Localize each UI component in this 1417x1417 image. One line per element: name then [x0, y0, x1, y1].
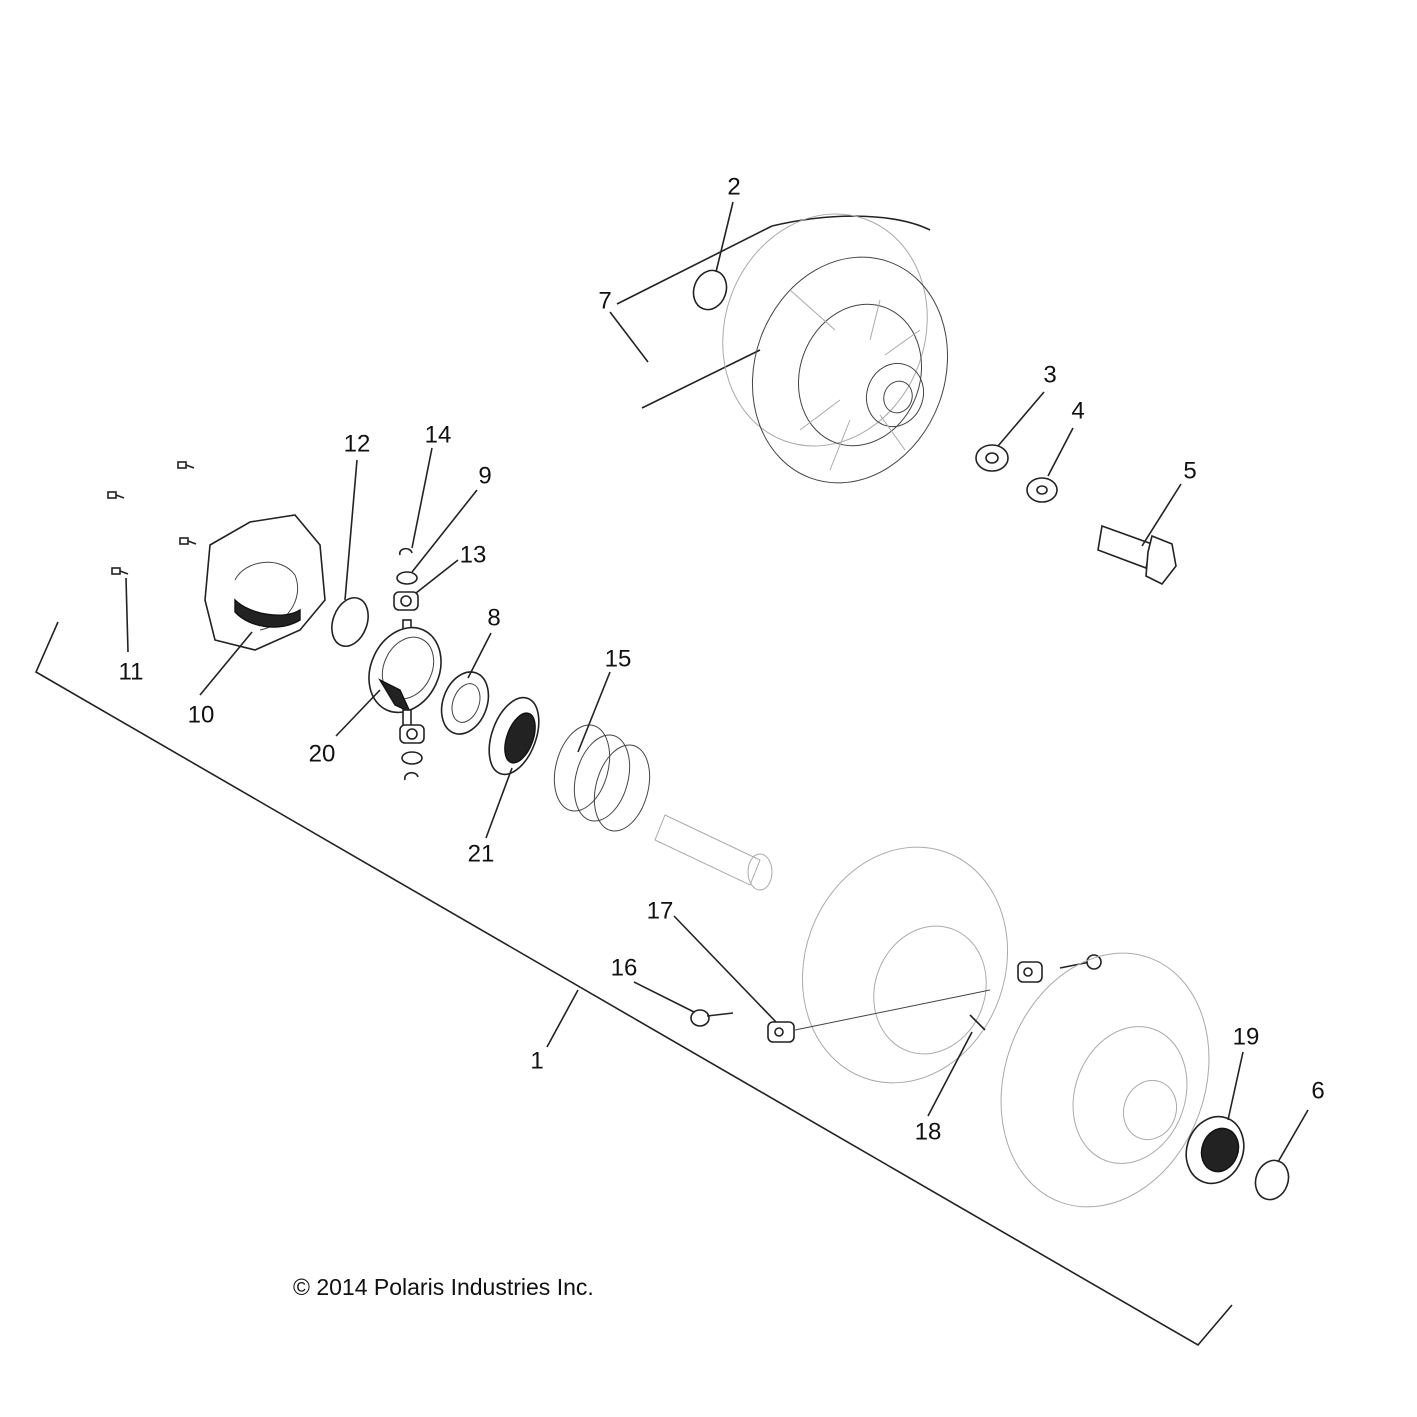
- callout-5: 5: [1183, 457, 1196, 484]
- washer-bottom: [401, 751, 423, 765]
- o-ring: [692, 269, 728, 311]
- roller-bottom: [399, 724, 425, 744]
- secondary-clutch-sheave: [722, 213, 949, 484]
- roller-right: [1017, 961, 1043, 983]
- fixed-sheave: [1000, 952, 1210, 1208]
- callout-6: 6: [1311, 1077, 1324, 1104]
- spider: [368, 619, 442, 729]
- callout-15: 15: [605, 645, 632, 672]
- callout-9: 9: [478, 462, 491, 489]
- callout-4: 4: [1071, 397, 1084, 424]
- e-clip-top: [399, 547, 413, 556]
- snap-ring-6: [1254, 1159, 1290, 1201]
- callout-3: 3: [1043, 361, 1056, 388]
- pin-16: [690, 1009, 734, 1027]
- callout-12: 12: [344, 430, 371, 457]
- bearing: [1185, 1115, 1245, 1185]
- callout-7: 7: [598, 287, 611, 314]
- pin-18: [969, 1014, 986, 1031]
- roller-17: [767, 1021, 795, 1043]
- callout-8: 8: [487, 604, 500, 631]
- roller-13-top: [393, 591, 419, 611]
- snap-ring: [331, 596, 369, 648]
- callout-11: 11: [119, 658, 144, 685]
- copyright-notice: © 2014 Polaris Industries Inc.: [293, 1274, 594, 1300]
- spring: [553, 724, 651, 832]
- callout-10: 10: [188, 701, 215, 728]
- callout-16: 16: [611, 954, 638, 981]
- bolt: [1097, 524, 1177, 586]
- assembly-bracket: [34, 621, 1233, 1347]
- callout-20: 20: [309, 740, 336, 767]
- cover: [204, 514, 326, 651]
- callout-17: 17: [647, 897, 674, 924]
- callout-labels: 1 2 3 4 5 6 7 8 9 10 11 12 13 14 15 16 1…: [119, 173, 1325, 1145]
- callout-14: 14: [425, 421, 452, 448]
- bushing: [488, 696, 540, 776]
- drive-belt: [616, 215, 931, 409]
- callout-18: 18: [915, 1118, 942, 1145]
- callout-13: 13: [460, 541, 487, 568]
- washer-4: [1026, 477, 1058, 503]
- washer-9-top: [396, 571, 418, 585]
- leader-lines: [125, 201, 1309, 1163]
- moveable-sheave: [801, 846, 1009, 1084]
- callout-21: 21: [468, 840, 495, 867]
- e-clip-bottom: [404, 771, 419, 781]
- screws: [107, 461, 197, 575]
- callout-1: 1: [530, 1047, 543, 1074]
- callout-2: 2: [727, 173, 740, 200]
- washer-3: [975, 444, 1009, 472]
- pin-right: [1059, 954, 1102, 970]
- shim-washer: [440, 671, 490, 735]
- callout-19: 19: [1233, 1023, 1260, 1050]
- shaft: [654, 814, 773, 891]
